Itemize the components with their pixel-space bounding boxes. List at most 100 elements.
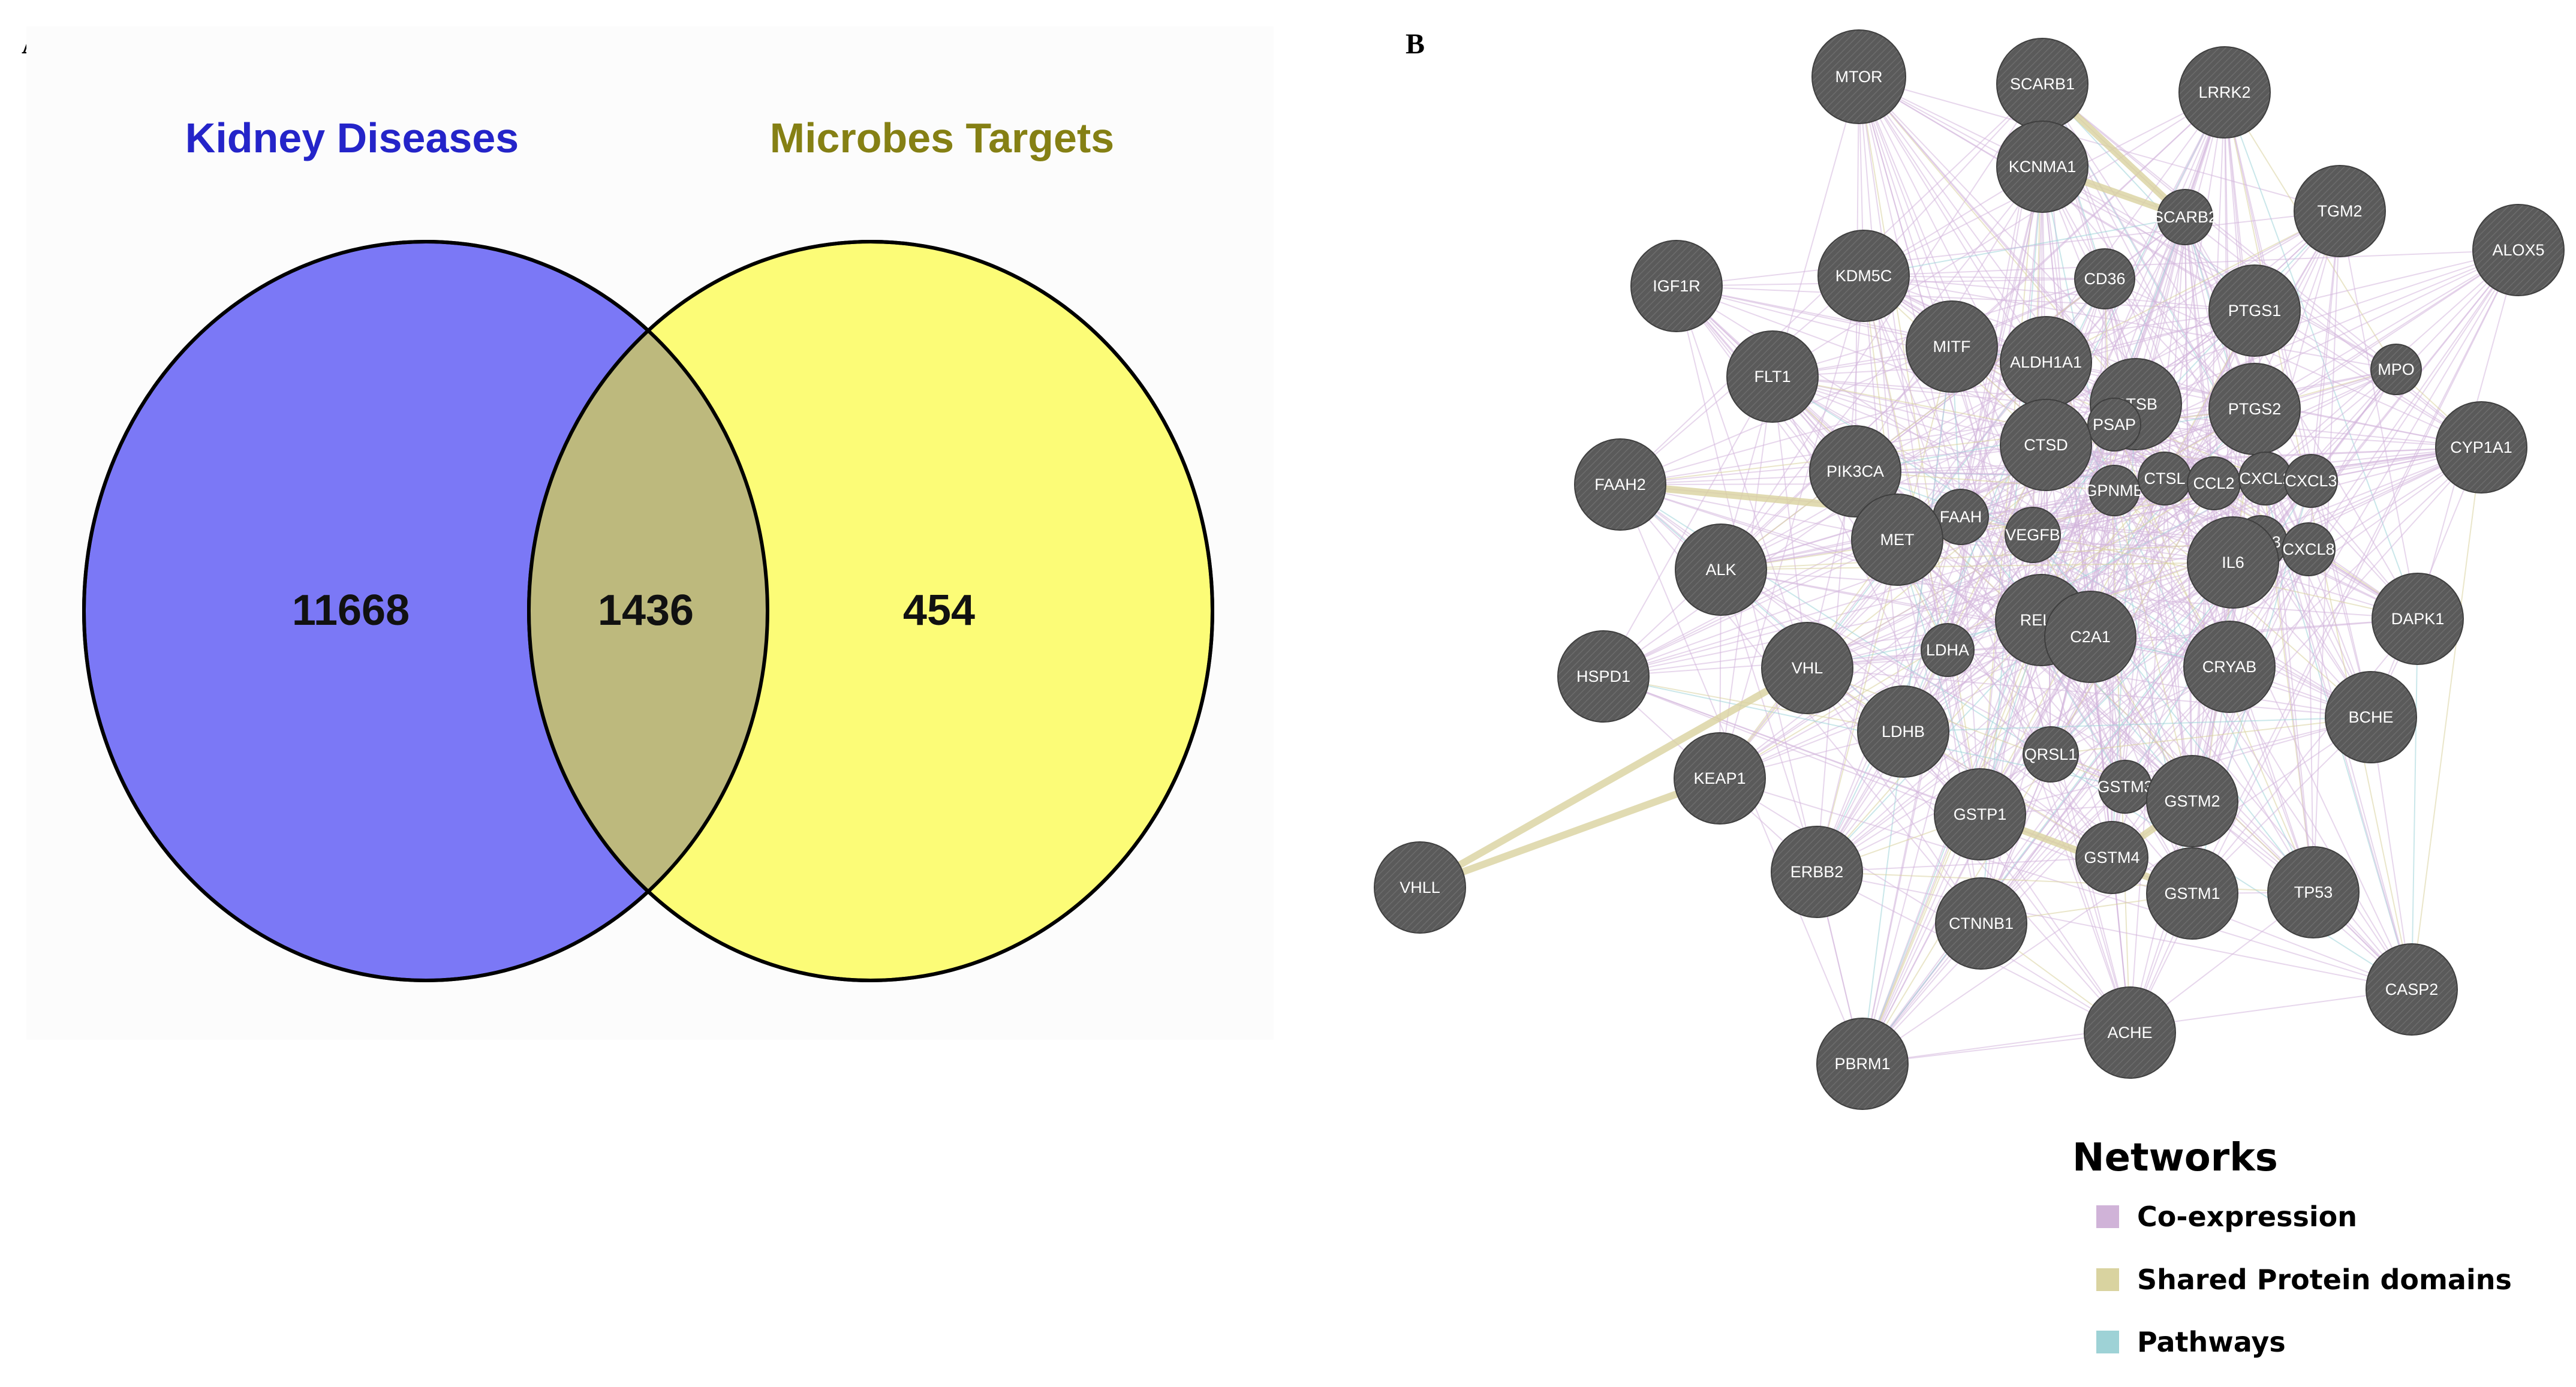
venn-right-outline bbox=[527, 240, 1214, 982]
legend-swatch-shared-protein-domains bbox=[2096, 1268, 2119, 1291]
network-node-c2a1: C2A1 bbox=[2044, 591, 2136, 683]
network-node-gstm2: GSTM2 bbox=[2146, 755, 2238, 847]
network-edge bbox=[1603, 376, 1773, 677]
network-node-label: CTSD bbox=[2024, 436, 2068, 454]
network-node-circle bbox=[2084, 986, 2176, 1079]
network-node-label: IGF1R bbox=[1653, 277, 1701, 295]
network-edge bbox=[1603, 676, 1904, 732]
network-node-label: LRRK2 bbox=[2198, 83, 2250, 101]
network-node-circle bbox=[2267, 846, 2360, 938]
network-node-psap: PSAP bbox=[2087, 398, 2141, 452]
network-node-label: ALDH1A1 bbox=[2010, 353, 2082, 371]
network-edge bbox=[2032, 534, 2372, 718]
network-edge bbox=[2411, 618, 2418, 990]
network-edge bbox=[1863, 275, 2397, 370]
network-node-circle bbox=[2044, 591, 2136, 683]
network-node-label: ERBB2 bbox=[1790, 863, 1844, 881]
network-node-label: IL6 bbox=[2222, 553, 2244, 571]
network-edge bbox=[2184, 216, 2482, 448]
network-node-label: ALOX5 bbox=[2492, 241, 2544, 259]
network-node-circle bbox=[2208, 264, 2301, 357]
network-edge bbox=[1903, 731, 2130, 1033]
network-edge bbox=[1816, 871, 2412, 990]
network-node-circle bbox=[2325, 671, 2417, 763]
network-node-label: VHL bbox=[1792, 659, 1823, 677]
network-node-label: GPNMB bbox=[2084, 482, 2144, 500]
network-node-cyp1a1: CYP1A1 bbox=[2435, 401, 2527, 494]
network-node-il6: IL6 bbox=[2187, 516, 2279, 609]
network-edge bbox=[1863, 275, 2255, 311]
network-node-label: CASP2 bbox=[2385, 980, 2439, 998]
network-edge-shared-domain bbox=[1418, 664, 1809, 891]
legend-swatch-coexpression bbox=[2096, 1205, 2119, 1228]
network-node-circle bbox=[2000, 399, 2092, 491]
network-edge bbox=[2032, 210, 2340, 535]
network-edge bbox=[1719, 778, 2130, 1033]
network-edge bbox=[1816, 539, 1898, 872]
network-node-cxcl8: CXCL8 bbox=[2282, 522, 2336, 576]
network-node-circle bbox=[1761, 622, 1853, 714]
network-node-gstm3: GSTM3 bbox=[2097, 760, 2153, 814]
legend-swatch-pathways bbox=[2096, 1331, 2119, 1353]
network-node-circle bbox=[1857, 685, 1949, 778]
network-node-label: CRYAB bbox=[2202, 658, 2257, 676]
network-edge bbox=[2050, 447, 2482, 755]
network-edges bbox=[1418, 76, 2519, 1064]
network-node-circle bbox=[2187, 516, 2279, 609]
network-node-circle bbox=[1811, 29, 1906, 124]
network-node-kcnma1: KCNMA1 bbox=[1996, 121, 2089, 213]
network-node-circle bbox=[2178, 46, 2271, 139]
network-node-circle bbox=[2089, 465, 2140, 516]
network-node-gstp1: GSTP1 bbox=[1934, 768, 2026, 861]
legend-label-shared-protein-domains: Shared Protein domains bbox=[2137, 1263, 2512, 1296]
network-node-label: KEAP1 bbox=[1693, 769, 1746, 787]
network-node-circle bbox=[1675, 523, 1767, 616]
network-edge bbox=[1897, 92, 2225, 540]
network-edge bbox=[1862, 478, 2165, 1064]
network-node-faah2: FAAH2 bbox=[1574, 438, 1666, 531]
network-edge bbox=[1858, 76, 2112, 858]
network-edge bbox=[1855, 249, 2519, 472]
network-edge bbox=[1863, 249, 2519, 276]
network-node-aldh1a1: ALDH1A1 bbox=[2000, 316, 2092, 408]
network-node-circle bbox=[1817, 230, 1910, 322]
network-node-vegfb: VEGFB bbox=[2005, 507, 2061, 563]
network-edge bbox=[1603, 539, 1898, 677]
network-node-hspd1: HSPD1 bbox=[1557, 630, 1650, 723]
network-node-label: KCNMA1 bbox=[2009, 158, 2077, 176]
network-node-circle bbox=[1557, 630, 1650, 723]
network-node-label: GSTM4 bbox=[2084, 849, 2139, 867]
network-edge bbox=[1772, 376, 2234, 563]
network-node-circle bbox=[2294, 165, 2386, 257]
network-edge bbox=[1816, 346, 1952, 872]
network-node-circle bbox=[1630, 240, 1723, 332]
network-edge bbox=[1807, 667, 2372, 718]
network-node-ctnnb1: CTNNB1 bbox=[1935, 877, 2027, 970]
network-edge bbox=[1719, 275, 1864, 779]
network-node-label: PTGS1 bbox=[2228, 302, 2282, 320]
network-edge bbox=[1981, 619, 2042, 924]
network-edge bbox=[1620, 278, 2105, 485]
network-edge bbox=[2224, 92, 2418, 619]
network-node-label: BCHE bbox=[2348, 708, 2393, 726]
network-edge bbox=[1720, 569, 1817, 872]
network-edge bbox=[1620, 484, 1898, 540]
network-node-ctsl: CTSL bbox=[2138, 452, 2192, 506]
network-node-label: MPO bbox=[2378, 360, 2415, 378]
network-node-label: CYP1A1 bbox=[2450, 438, 2512, 456]
network-edge-shared-domain bbox=[1418, 775, 1722, 891]
network-edge bbox=[1897, 539, 1981, 815]
network-edge bbox=[2229, 369, 2397, 667]
network-node-circle bbox=[1674, 732, 1766, 825]
network-node-gpnmb: GPNMB bbox=[2084, 465, 2144, 516]
network-edge bbox=[1720, 562, 2234, 570]
network-edge bbox=[1772, 376, 2230, 667]
network-node-label: TGM2 bbox=[2317, 202, 2362, 220]
network-edge bbox=[1947, 649, 2372, 718]
network-node-label: CXCL3 bbox=[2285, 472, 2337, 490]
network-node-scarb2: SCARB2 bbox=[2153, 189, 2217, 245]
network-edge bbox=[2192, 249, 2519, 894]
network-node-label: C2A1 bbox=[2070, 628, 2111, 646]
network-node-label: CXCL2 bbox=[2239, 470, 2291, 488]
